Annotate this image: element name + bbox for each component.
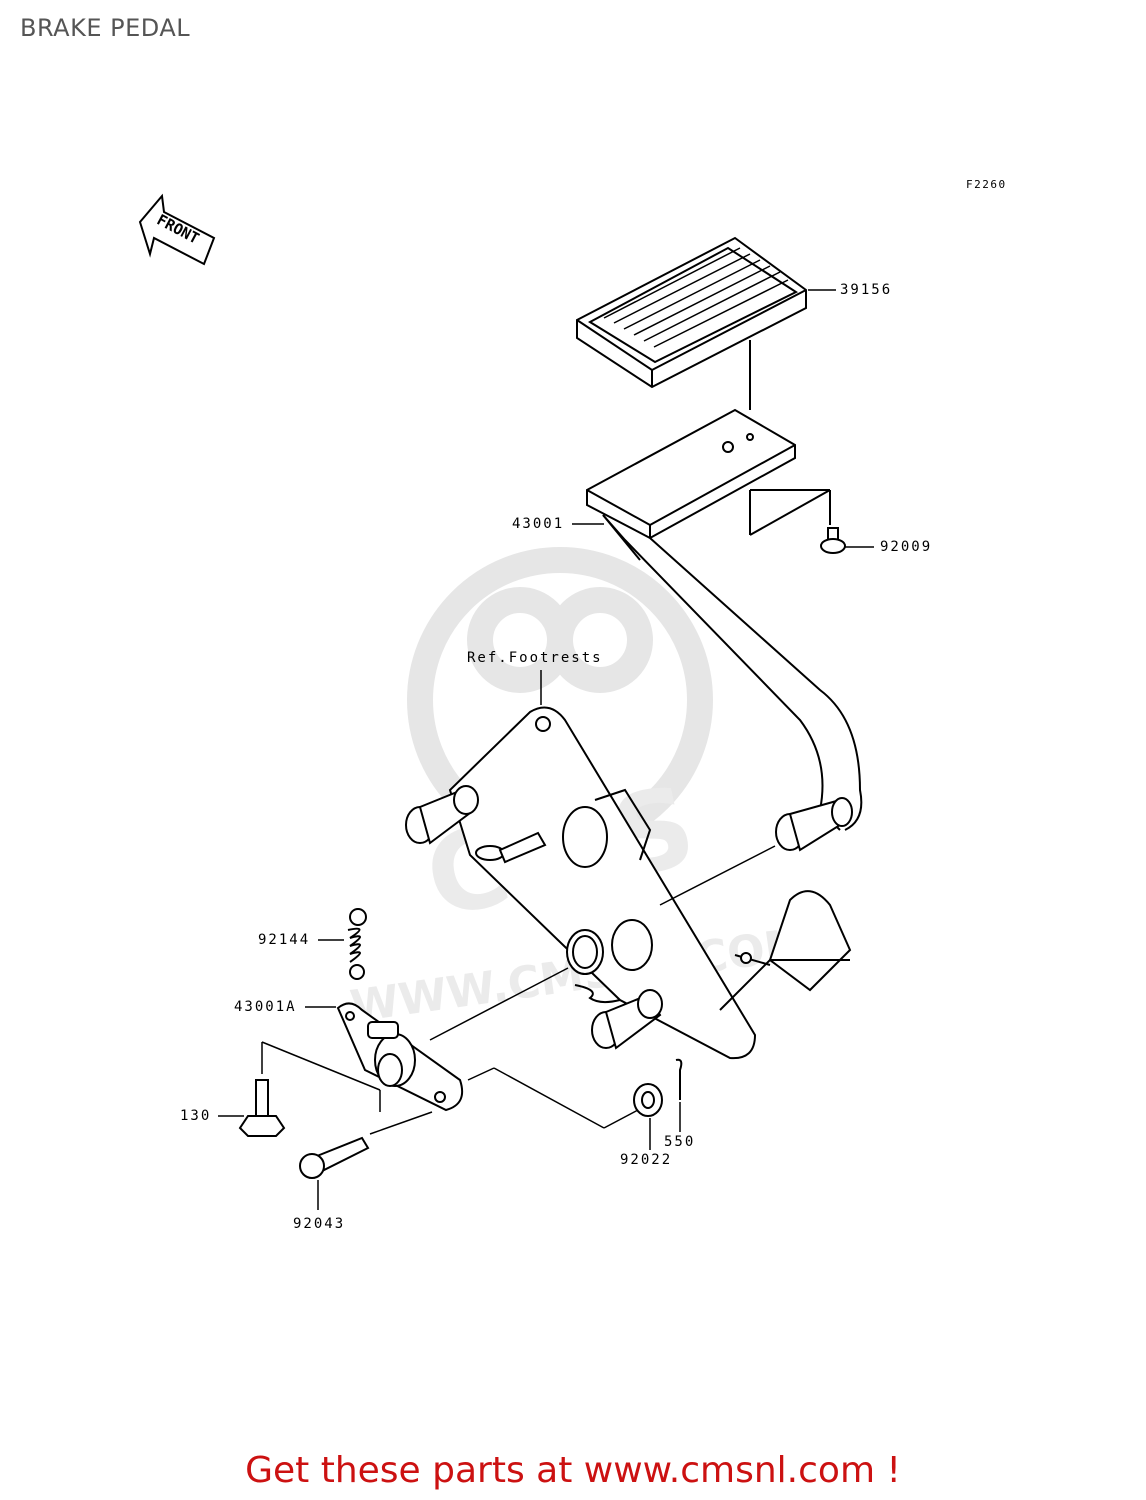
footrest-bracket: [405, 706, 852, 1060]
leader-lines: [218, 289, 874, 1210]
footrest-peg-upper: [405, 785, 479, 845]
label-92022: 92022: [620, 1152, 673, 1168]
label-92043: 92043: [293, 1216, 346, 1232]
washer-92022-icon: [633, 1083, 663, 1117]
footrest-peg-lower: [591, 989, 663, 1050]
bolt-92009-icon: [820, 527, 846, 554]
brake-pedal-arm: [586, 408, 863, 852]
spring-92144-icon: [347, 908, 367, 980]
pedal-pivot-shaft: [775, 797, 853, 852]
footer-promo-link[interactable]: Get these parts at www.cmsnl.com !: [245, 1450, 901, 1491]
lever-43001a: [336, 1002, 464, 1112]
label-39156: 39156: [840, 282, 893, 298]
pedal-rubber-pad: [576, 236, 807, 410]
bolt-130-icon: [238, 1079, 286, 1137]
diagram-code: F2260: [966, 178, 1007, 191]
page-title: BRAKE PEDAL: [20, 14, 191, 42]
label-92144: 92144: [258, 932, 311, 948]
label-ref-footrests: Ref.Footrests: [467, 650, 603, 666]
pin-upper-icon: [475, 831, 547, 864]
cotter-pin-550-icon: [675, 1058, 683, 1100]
front-arrow-icon: FRONT: [138, 193, 216, 266]
label-130: 130: [180, 1108, 212, 1124]
label-43001: 43001: [512, 516, 565, 532]
clevis-pin-92043-icon: [299, 1136, 370, 1179]
label-550: 550: [664, 1134, 696, 1150]
label-92009: 92009: [880, 539, 933, 555]
label-43001a: 43001A: [234, 999, 297, 1015]
